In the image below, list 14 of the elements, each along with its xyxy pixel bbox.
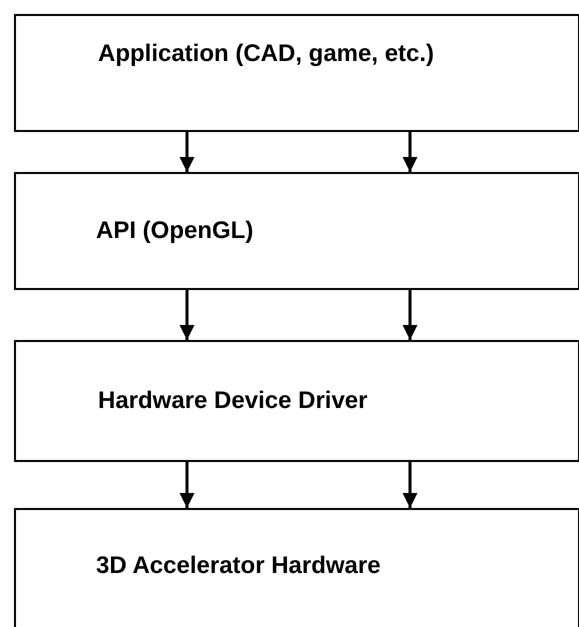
arrow: [402, 132, 418, 172]
layer-box: [14, 340, 579, 462]
layer-box: [14, 508, 579, 627]
layer-label: Application (CAD, game, etc.): [98, 39, 434, 69]
layer-label: API (OpenGL): [96, 216, 254, 246]
arrow: [402, 290, 418, 340]
layer-box: [14, 14, 579, 132]
arrow: [180, 132, 194, 172]
layer-box: [14, 172, 579, 290]
layer-label: Hardware Device Driver: [98, 386, 368, 416]
layer-label: 3D Accelerator Hardware: [96, 551, 381, 582]
arrow: [180, 290, 194, 340]
arrow: [180, 462, 194, 508]
arrow: [402, 462, 418, 508]
